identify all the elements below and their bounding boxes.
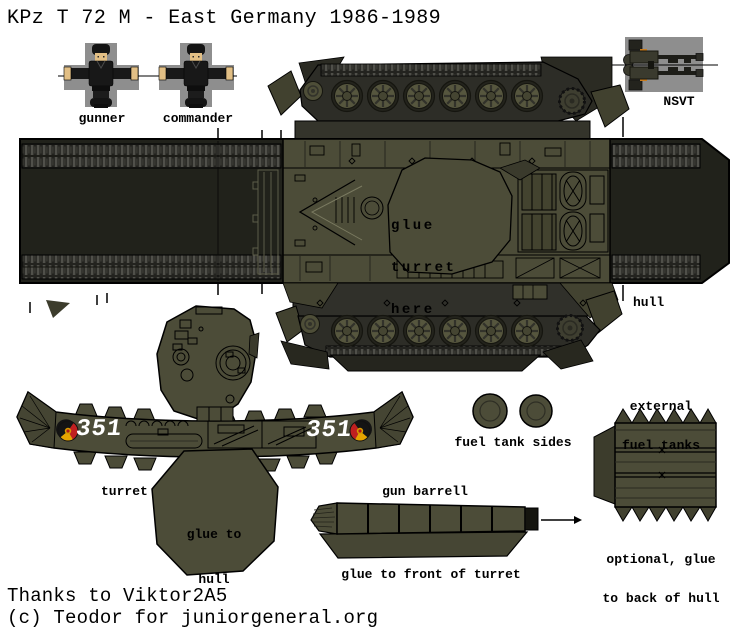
track-side-view-top [267, 56, 630, 142]
small-flap [46, 300, 70, 318]
turret-number-left: 351 [74, 416, 125, 443]
turret-glue-area [387, 157, 513, 275]
thanks-credit: Thanks to Viktor2A5 [7, 585, 228, 607]
glue-to-hull-note: glue to hull [186, 527, 242, 587]
front-plate-detail [252, 169, 279, 275]
nsvt-gun-piece [608, 37, 718, 92]
page-title: KPz T 72 M - East Germany 1986-1989 [7, 7, 442, 30]
gun-barrel-note: glue to front of turret [341, 567, 521, 582]
turret-label: turret [101, 484, 148, 499]
copyright-credit: (c) Teodor for juniorgeneral.org [7, 607, 379, 629]
gunner-label: gunner [78, 111, 126, 126]
external-fuel-tanks-piece [593, 407, 717, 523]
track-side-view-bottom [275, 282, 623, 372]
hull-label: hull [633, 295, 665, 310]
glue-turret-note: glue turret here [391, 218, 457, 318]
arrow-icon [541, 516, 582, 524]
fuel-tank-sides-label: fuel tank sides [454, 435, 572, 450]
commander-label: commander [162, 111, 234, 126]
engine-deck [517, 169, 609, 253]
external-fuel-tanks-label: external fuel tanks [621, 399, 700, 453]
gun-barrel-piece [310, 502, 539, 559]
turret-piece [16, 305, 414, 576]
external-fuel-tanks-note: optional, glue to back of hull [602, 552, 720, 606]
turret-number-right: 351 [304, 417, 355, 444]
fuel-tank-sides [472, 393, 553, 429]
fold-marks [29, 117, 624, 313]
hull-piece [19, 138, 730, 284]
turret-glue-flap [151, 448, 279, 576]
nsvt-label: NSVT [663, 94, 695, 109]
gun-barrel-label: gun barrell [382, 484, 468, 499]
